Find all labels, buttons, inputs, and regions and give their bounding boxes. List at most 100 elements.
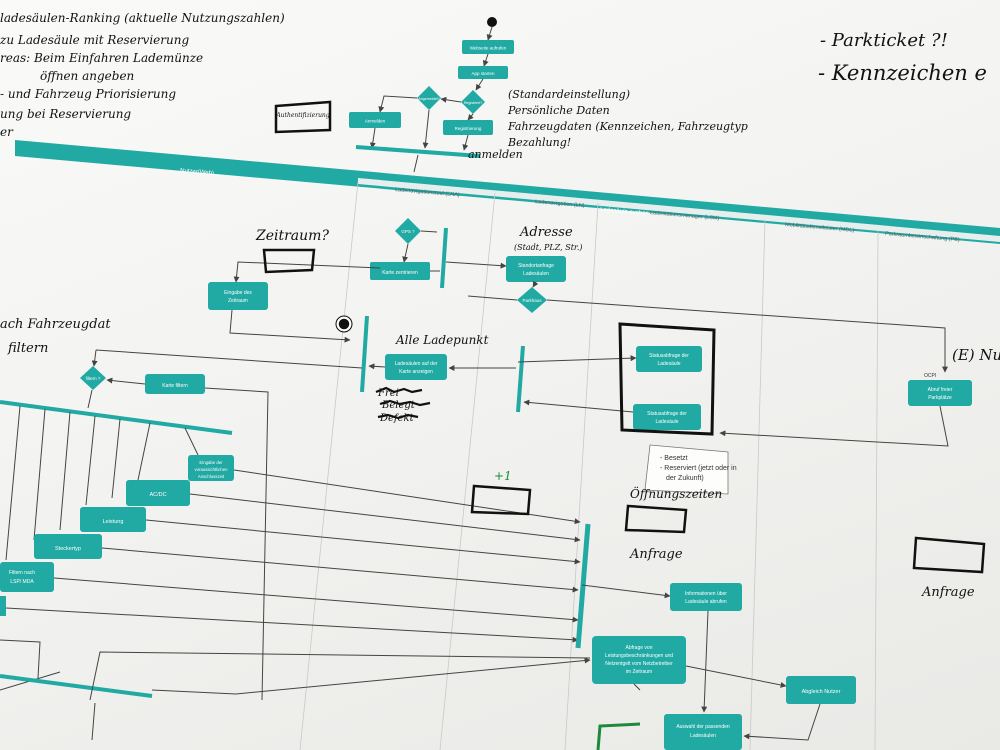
- svg-text:- Reserviert (jetzt oder in: - Reserviert (jetzt oder in: [660, 465, 737, 472]
- svg-text:Leistung: Leistung: [103, 519, 124, 525]
- svg-text:Filtern nach: Filtern nach: [9, 570, 35, 576]
- show-stations-box: [385, 354, 447, 380]
- svg-text:- Besetzt: - Besetzt: [660, 455, 688, 462]
- svg-text:Registriert?: Registriert?: [464, 101, 482, 105]
- svg-text:Informationen über: Informationen über: [685, 591, 727, 597]
- svg-text:Auswahl der passenden: Auswahl der passenden: [676, 724, 730, 730]
- sub-lane-headers: Ladenavigationstool (LNA) Ladenavigation…: [358, 178, 1000, 243]
- handwritten-notes: ladesäulen-Ranking (aktuelle Nutzungszah…: [0, 11, 1000, 750]
- svg-text:Abgleich Nutzer: Abgleich Nutzer: [802, 689, 841, 695]
- gps-decision: [395, 218, 421, 244]
- sync-bar-info: [575, 523, 591, 649]
- login-box: [349, 112, 401, 128]
- note-kennzeichen: - Kennzeichen e: [818, 61, 987, 85]
- period-input-box: [208, 282, 268, 310]
- svg-text:Ladesäulen: Ladesäulen: [690, 733, 716, 739]
- scribble-marks: [375, 386, 431, 420]
- plus-one-box-sketch: [470, 484, 532, 516]
- sync-bar-filter: [0, 400, 233, 435]
- svg-text:Authentifizierung: Authentifizierung: [275, 112, 329, 119]
- svg-text:Anmelden: Anmelden: [365, 119, 386, 124]
- note-default: (Standardeinstellung): [508, 88, 630, 101]
- svg-text:GPS ?: GPS ?: [401, 229, 415, 234]
- note-open: öffnen angeben: [40, 69, 134, 83]
- note-adresse-sub: (Stadt, PLZ, Str.): [514, 243, 583, 252]
- sync-bar-bottom: [0, 674, 153, 698]
- svg-text:Steckertyp: Steckertyp: [55, 546, 81, 552]
- svg-text:Karte filtern: Karte filtern: [162, 383, 188, 389]
- note-belegt: Belegt: [381, 400, 416, 411]
- lane-label-lna: Ladenavigationstool (LNA): [395, 187, 460, 198]
- middle-flow: GPS ? Karte zentrieren Standortanfrage L…: [208, 218, 972, 495]
- zeitraum-box-sketch: [262, 248, 316, 274]
- decision-logged-in: [417, 86, 441, 110]
- filter-decision: [80, 366, 106, 390]
- svg-text:Ladesäule: Ladesäule: [655, 419, 678, 425]
- ocpi-label: OCPI: [924, 373, 936, 379]
- lane-label-ln: Ladenavigation (LN): [535, 199, 585, 209]
- svg-text:Abruf freier: Abruf freier: [928, 387, 953, 393]
- sync-bar-map: [360, 315, 369, 393]
- note-oeffnungszeiten: Öffnungszeiten: [630, 485, 722, 501]
- svg-text:Statusabfrage der: Statusabfrage der: [647, 411, 687, 417]
- svg-text:Parkplätze: Parkplätze: [928, 395, 952, 401]
- svg-text:Abfrage von: Abfrage von: [626, 645, 653, 651]
- svg-text:LSP/ MDA: LSP/ MDA: [10, 579, 34, 585]
- result-flow: Informationen über Ladesäule abrufen Abf…: [575, 523, 856, 750]
- note-er: er: [0, 125, 14, 139]
- select-stations-box: [664, 714, 742, 750]
- note-adresse: Adresse: [519, 225, 573, 240]
- svg-text:Webseite aufrufen: Webseite aufrufen: [470, 46, 507, 51]
- sync-bar-status: [516, 345, 525, 413]
- note-vehicle: Fahrzeugdaten (Kennzeichen, Fahrzeugtyp: [507, 120, 748, 133]
- svg-text:Karte anzeigen: Karte anzeigen: [399, 369, 433, 375]
- filter-map-box: [145, 374, 205, 394]
- svg-text:Registrierung: Registrierung: [455, 126, 482, 131]
- status-note: - Besetzt - Reserviert (jetzt oder in de…: [644, 444, 737, 495]
- auth-box-sketch: [274, 100, 332, 134]
- website-box: [462, 40, 514, 54]
- svg-text:Parkhaus: Parkhaus: [522, 298, 542, 303]
- status-query-box-2: [633, 404, 701, 430]
- note-personal: Persönliche Daten: [507, 104, 610, 117]
- note-fahrzeug: ach Fahrzeugdat: [0, 317, 111, 332]
- note-entry: reas: Beim Einfahren Lademünze: [0, 51, 203, 65]
- svg-text:im Zeitraum: im Zeitraum: [626, 669, 652, 675]
- connection-time-box: [188, 455, 234, 481]
- power-box: [80, 507, 146, 532]
- filter-flow: filtern ? Karte filtern Eingabe der vora…: [0, 349, 591, 741]
- user-match-box: [786, 676, 856, 704]
- top-start-flow: Webseite aufrufen App starten Registrier…: [349, 17, 514, 173]
- svg-text:Zeitraum: Zeitraum: [228, 298, 248, 304]
- note-payment: Bezahlung!: [507, 136, 571, 149]
- parking-decision: [517, 287, 547, 313]
- svg-text:Eingabe der: Eingabe der: [199, 460, 223, 465]
- sync-bar-top: [355, 145, 481, 158]
- sync-bar-gps: [440, 227, 448, 289]
- green-sketch: [596, 722, 641, 750]
- right-box-sketch: [912, 536, 986, 574]
- note-at-reservation: ung bei Reservierung: [0, 107, 131, 121]
- svg-text:Ladesäule abrufen: Ladesäule abrufen: [685, 599, 727, 605]
- svg-text:Statusabfrage der: Statusabfrage der: [649, 353, 689, 359]
- lane-label-mdl: Mobilitätsdienstleister (MDL): [785, 222, 855, 234]
- status-query-box-1: [636, 346, 702, 372]
- status-group-frame: [618, 322, 716, 436]
- note-filtern: filtern: [7, 341, 48, 356]
- lane-divider-lines: [299, 181, 879, 750]
- lane-label-nutzer: Nutzer(Web): [180, 168, 214, 177]
- decision-registered: [461, 90, 485, 114]
- svg-text:Ladesäulen: Ladesäulen: [523, 271, 549, 277]
- svg-text:voraussichtlichen: voraussichtlichen: [195, 467, 229, 472]
- note-zeitraum: Zeitraum?: [255, 228, 329, 244]
- svg-text:Eingabe des: Eingabe des: [224, 290, 252, 296]
- note-frei: Frei: [377, 388, 399, 399]
- svg-text:filtern ?: filtern ?: [86, 376, 101, 381]
- center-map-box: [370, 262, 430, 280]
- svg-text:App starten: App starten: [471, 71, 495, 76]
- app-box: [458, 66, 508, 79]
- plug-type-box: [34, 534, 102, 559]
- note-anmelden: anmelden: [468, 148, 523, 161]
